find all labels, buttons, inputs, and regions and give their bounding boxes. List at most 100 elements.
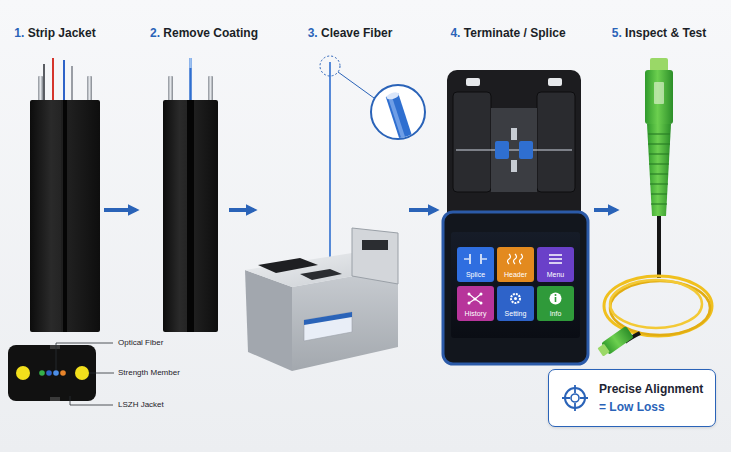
patch-cord-loop <box>604 276 712 336</box>
tile-icon <box>537 290 574 307</box>
leader-line <box>56 343 113 370</box>
tile-icon-part <box>464 258 469 259</box>
cable-jacket <box>163 100 218 332</box>
section-jacket <box>8 345 96 401</box>
screen-tile: Menu <box>537 247 574 282</box>
tile-icon-part <box>474 298 477 301</box>
lid-pad <box>362 240 388 250</box>
step-heading: 4. Terminate / Splice <box>450 26 565 40</box>
tile-icon-part <box>550 293 562 305</box>
tile-icon <box>497 290 534 307</box>
tile-label: Splice <box>457 271 494 279</box>
part-label: Strength Member <box>118 368 180 378</box>
step-title: Terminate / Splice <box>460 26 565 40</box>
tile-icon-part <box>520 254 523 264</box>
sc-connector <box>645 70 673 124</box>
patch-cord-loop <box>610 280 702 328</box>
tile-icon <box>497 251 534 268</box>
connector-cap <box>597 344 609 357</box>
clamp-pad <box>300 269 342 280</box>
tile-label: Setting <box>497 310 534 318</box>
fiber-wire <box>43 64 45 102</box>
leader-line <box>70 396 113 405</box>
electrode <box>511 128 517 140</box>
step-title: Inspect & Test <box>622 26 706 40</box>
tile-icon-part <box>514 297 517 300</box>
rib <box>650 183 668 184</box>
strength-rod <box>208 76 213 104</box>
tile-icon-part <box>480 293 483 296</box>
tile-label: Menu <box>537 271 574 279</box>
tile-icon-part <box>469 254 471 264</box>
rib <box>649 163 669 164</box>
drop-cable-coating-removed <box>163 58 218 332</box>
tile-label: Info <box>537 310 574 318</box>
process-step: 5. Inspect & Test <box>620 55 716 360</box>
cable-cross-section <box>8 343 114 405</box>
strength-rod <box>87 76 92 104</box>
tile-label: Header <box>497 271 534 279</box>
fiber-dot <box>53 370 59 376</box>
step-number: 2. <box>150 26 160 40</box>
screen-tile: Info <box>537 286 574 321</box>
tile-icon-part <box>514 254 517 264</box>
hinge <box>548 78 562 86</box>
connector-cap <box>650 58 668 72</box>
tile-icon-part <box>468 302 471 305</box>
section-notch <box>50 345 60 349</box>
rib <box>648 133 670 134</box>
connector-latch <box>654 82 664 104</box>
flow-arrow <box>409 208 436 212</box>
process-step: SpliceHeaderMenuHistorySettingInfo4. Ter… <box>440 65 590 365</box>
fiber-wire <box>189 58 192 102</box>
step-heading: 5. Inspect & Test <box>612 26 706 40</box>
electrode <box>511 160 517 172</box>
strength-rod <box>38 76 43 104</box>
tile-icon-part <box>482 258 487 259</box>
part-label: LSZH Jacket <box>118 400 164 410</box>
screen-tile: Setting <box>497 286 534 321</box>
process-step: 1. Strip Jacket <box>28 60 100 332</box>
clamp-pad <box>258 258 318 273</box>
v-groove <box>519 141 533 159</box>
fiber-cleaver <box>245 56 425 371</box>
cable-edge <box>62 100 63 332</box>
fiber-wire <box>71 66 73 102</box>
process-step: 3. Cleave Fiber <box>258 55 405 373</box>
step-heading: 1. Strip Jacket <box>14 26 95 40</box>
crosshair-icon <box>561 384 589 412</box>
crosshair-part <box>571 394 579 402</box>
fiber-wire <box>63 60 65 102</box>
tile-icon-part <box>555 294 557 296</box>
tile-icon-part <box>555 297 557 302</box>
cable-groove <box>61 100 69 332</box>
fiber-dot <box>60 370 66 376</box>
lower-connector <box>596 326 634 358</box>
tile-label: History <box>457 310 494 318</box>
rib <box>648 143 670 144</box>
screen-tile: Splice <box>457 247 494 282</box>
fiber-shine <box>388 95 410 153</box>
splicer-housing <box>447 70 581 222</box>
cleaver-side <box>245 270 292 371</box>
screen-tile: Header <box>497 247 534 282</box>
fiber-clamp-lid <box>537 92 575 192</box>
cable-edge <box>68 100 69 332</box>
tile-icon-part <box>549 254 562 256</box>
step-title: Cleave Fiber <box>318 26 393 40</box>
rib <box>649 153 669 154</box>
detail-leader <box>338 72 374 98</box>
v-groove <box>495 141 509 159</box>
callout-subtitle: = Low Loss <box>599 399 703 415</box>
flow-arrow <box>229 208 254 212</box>
tile-icon-part <box>468 293 471 296</box>
bare-fiber <box>189 58 192 68</box>
rib <box>651 193 667 194</box>
tile-icon-part <box>480 302 483 305</box>
fiber-end <box>386 93 417 154</box>
hinge <box>466 78 480 86</box>
section-notch <box>50 397 60 401</box>
cleaver-label <box>304 312 352 341</box>
flow-arrow <box>594 208 616 212</box>
